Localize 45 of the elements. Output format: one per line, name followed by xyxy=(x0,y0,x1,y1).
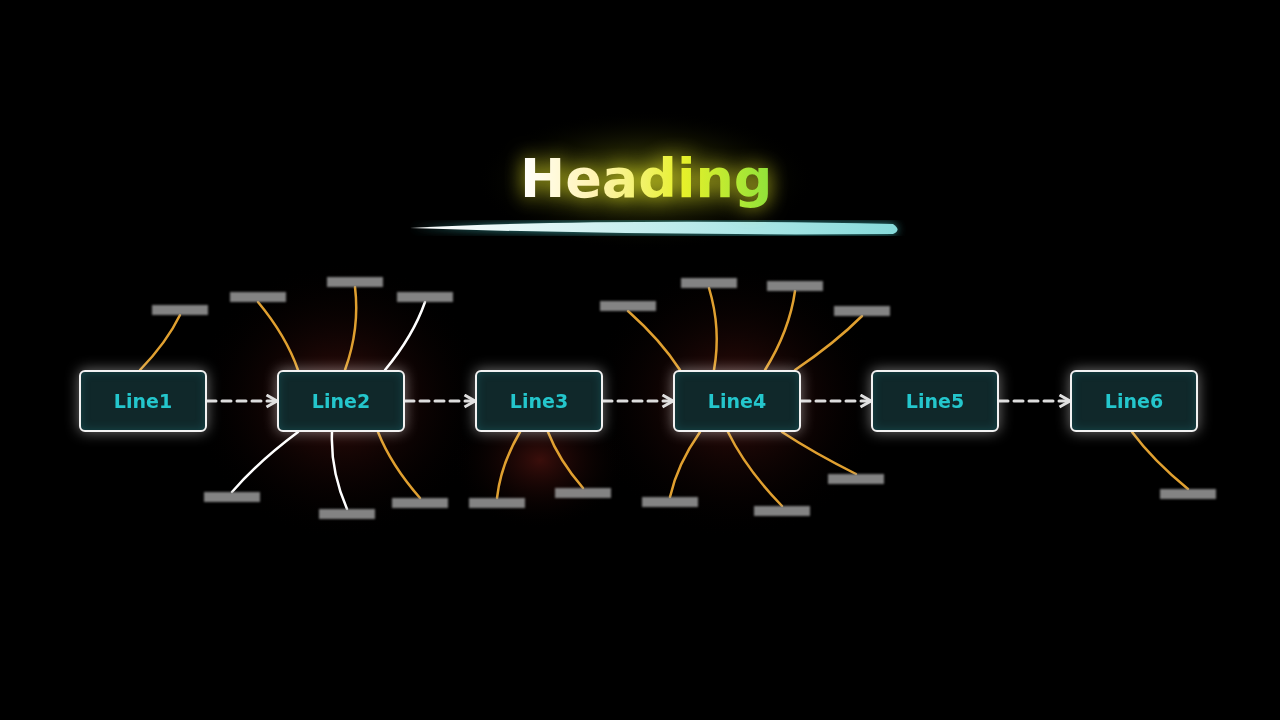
process-box: Line1 xyxy=(79,370,207,432)
leader-line xyxy=(726,430,784,508)
blurred-text-block xyxy=(642,497,698,507)
blurred-text-block xyxy=(1160,489,1216,499)
dashed-arrow xyxy=(403,393,477,409)
leader-line xyxy=(626,309,682,372)
leader-line xyxy=(780,430,858,476)
dashed-arrow xyxy=(205,393,279,409)
blurred-text-block xyxy=(152,305,208,315)
process-box: Line5 xyxy=(871,370,999,432)
blurred-text-block xyxy=(555,488,611,498)
leader-line xyxy=(330,430,349,511)
process-box: Line4 xyxy=(673,370,801,432)
leader-line xyxy=(763,289,797,372)
leader-line xyxy=(668,430,702,499)
blurred-text-block xyxy=(469,498,525,508)
leader-line xyxy=(1130,430,1190,491)
leader-line xyxy=(256,300,300,372)
process-box: Line3 xyxy=(475,370,603,432)
blurred-text-block xyxy=(767,281,823,291)
blurred-text-block xyxy=(828,474,884,484)
blurred-text-block xyxy=(319,509,375,519)
leader-line xyxy=(707,286,718,372)
blurred-text-block xyxy=(834,306,890,316)
leader-line xyxy=(376,430,422,500)
dashed-arrow xyxy=(997,393,1072,409)
blurred-text-block xyxy=(392,498,448,508)
leader-line xyxy=(383,300,427,372)
leader-line xyxy=(793,314,864,372)
leader-line xyxy=(495,430,522,500)
blurred-text-block xyxy=(204,492,260,502)
blurred-text-block xyxy=(754,506,810,516)
dashed-arrow xyxy=(799,393,873,409)
leader-line xyxy=(546,430,585,490)
leader-line xyxy=(138,313,182,372)
dashed-arrow xyxy=(601,393,675,409)
leader-line xyxy=(343,285,358,372)
process-box: Line6 xyxy=(1070,370,1198,432)
blurred-text-block xyxy=(327,277,383,287)
blurred-text-block xyxy=(681,278,737,288)
blurred-text-block xyxy=(397,292,453,302)
leader-line xyxy=(230,430,300,494)
process-box: Line2 xyxy=(277,370,405,432)
blurred-text-block xyxy=(230,292,286,302)
blurred-text-block xyxy=(600,301,656,311)
